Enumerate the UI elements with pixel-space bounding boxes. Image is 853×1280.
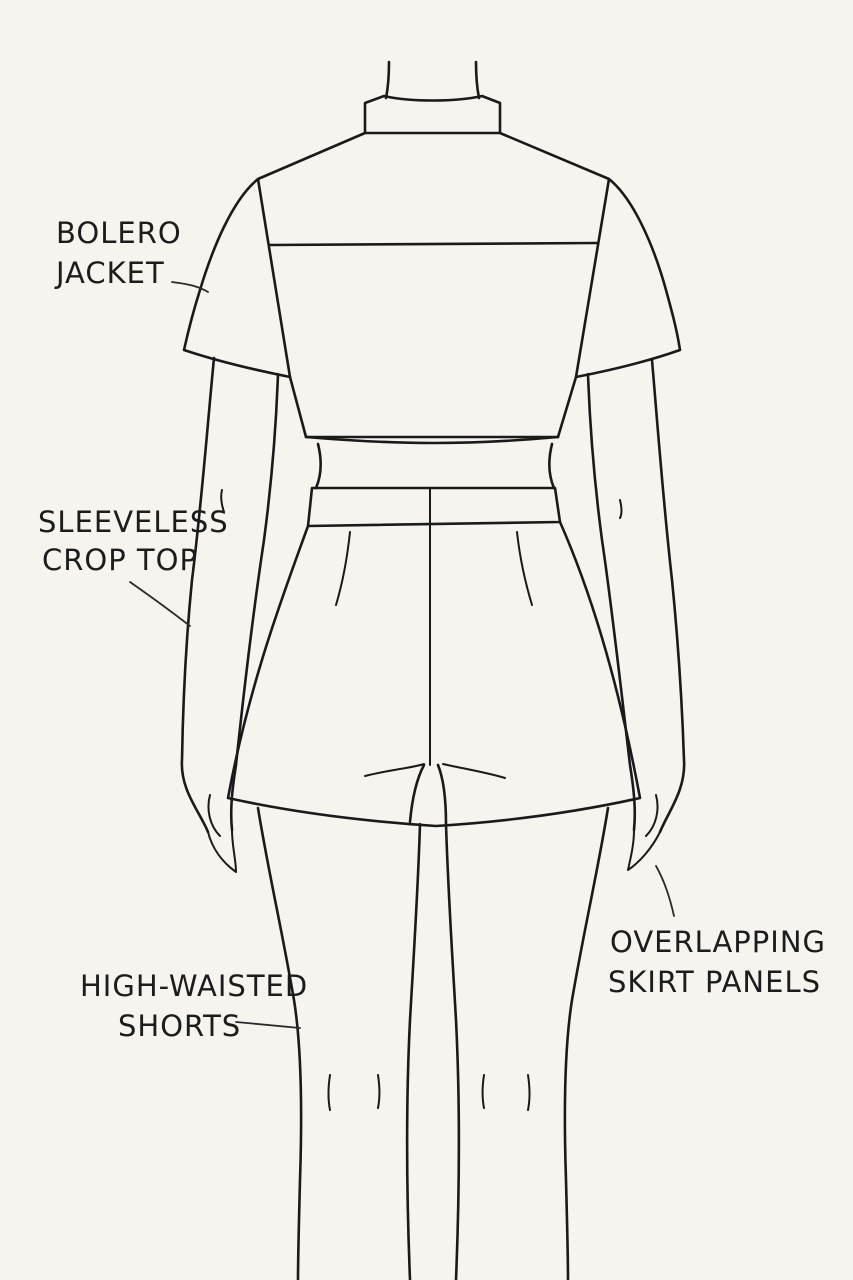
- neck: [386, 62, 479, 98]
- jacket-collar: [365, 96, 500, 133]
- shorts-label-line2: SHORTS: [118, 1009, 241, 1043]
- crop-top-label-line2: CROP TOP: [42, 543, 198, 577]
- elbow-marks: [221, 490, 621, 518]
- right-arm: [588, 360, 684, 832]
- shorts-waistband: [308, 488, 560, 526]
- panels-label-line1: OVERLAPPING: [610, 925, 826, 959]
- right-leg: [446, 808, 608, 1280]
- figure: [182, 62, 684, 1280]
- shorts-body: [228, 522, 640, 826]
- shorts-seat-curves: [365, 764, 505, 778]
- crop-top-label-line1: SLEEVELESS: [38, 505, 229, 539]
- left-arm: [182, 358, 278, 832]
- jacket-yoke-seam: [270, 243, 597, 245]
- jacket-body: [258, 133, 609, 437]
- panels-leader: [656, 866, 674, 916]
- panels-label-line2: SKIRT PANELS: [608, 965, 821, 999]
- shorts-leg-split: [410, 765, 446, 824]
- crop-top: [316, 444, 554, 488]
- right-hand: [628, 795, 660, 870]
- shorts-darts: [336, 532, 532, 605]
- crop-top-leader: [130, 582, 190, 626]
- bolero-label-line2: JACKET: [54, 256, 165, 290]
- left-leg: [258, 808, 420, 1280]
- bolero-label-line1: BOLERO: [56, 216, 182, 250]
- knee-marks: [329, 1075, 530, 1110]
- shorts-label-line1: HIGH-WAISTED: [80, 969, 308, 1003]
- shorts-leader: [236, 1022, 300, 1028]
